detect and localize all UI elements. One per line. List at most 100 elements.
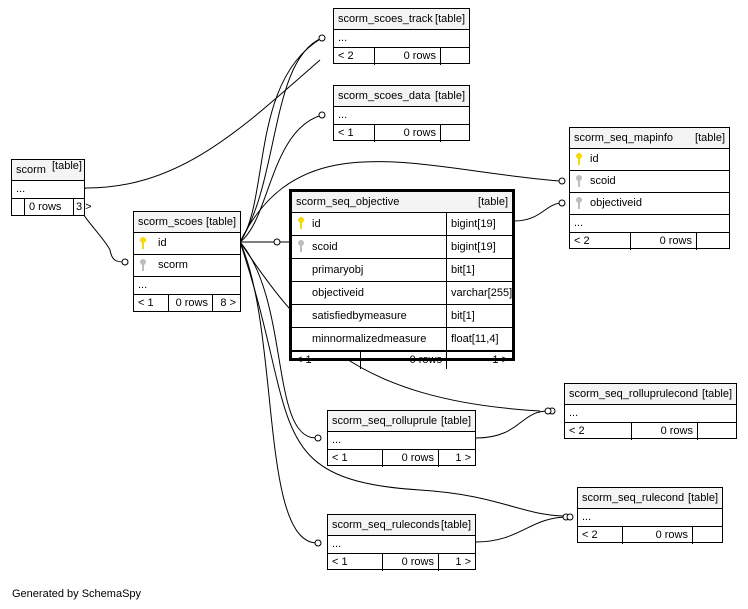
footer-parents: < 2 xyxy=(574,235,590,247)
column-name: minnormalizedmeasure xyxy=(312,333,427,345)
footer-children xyxy=(697,423,736,440)
column-type: bigint[19] xyxy=(446,213,496,235)
primary-key-icon xyxy=(297,217,305,232)
edge-scoes-to-data xyxy=(239,114,323,243)
foreign-key-icon xyxy=(139,259,147,274)
table-name: scorm_seq_rulecond xyxy=(582,492,685,504)
edge-rolluprule-to-rolluprulecond xyxy=(475,410,549,439)
column-name: id xyxy=(158,237,167,249)
column-name: scorm xyxy=(158,259,188,271)
generated-by-footer: Generated by SchemaSpy xyxy=(12,588,142,600)
column-type: bit[1] xyxy=(446,305,475,327)
footer-parents: < 2 xyxy=(338,50,354,62)
footer-children xyxy=(696,233,729,250)
edge-scoes-to-ruleconds xyxy=(239,241,317,544)
footer-children: 1 > xyxy=(438,554,475,571)
rows-placeholder: ... xyxy=(16,183,26,195)
column-name: objectiveid xyxy=(590,197,642,209)
table-scorm-seq-rolluprule[interactable]: scorm_seq_rolluprule[table] ... < 1 0 row… xyxy=(327,410,476,467)
footer-parents: < 1 xyxy=(332,556,348,568)
edge-scoes-to-track-2 xyxy=(239,37,323,243)
footer-rowcount: 0 rows xyxy=(168,295,212,312)
footer-rowcount: 0 rows xyxy=(622,527,692,544)
edge-scoes-to-track-1 xyxy=(239,37,323,243)
rows-placeholder: ... xyxy=(138,279,148,291)
column-name: scoid xyxy=(590,175,616,187)
table-tag: [table] xyxy=(435,13,465,25)
footer-rowcount: 0 rows xyxy=(382,450,438,467)
footer-parents: < 1 xyxy=(296,354,312,366)
rows-placeholder: ... xyxy=(574,217,584,229)
footer-children xyxy=(440,125,469,142)
table-tag: [table] xyxy=(478,196,508,208)
edge-scoes-to-rolluprule xyxy=(239,241,317,439)
footer-children xyxy=(692,527,722,544)
footer-parents: < 1 xyxy=(332,452,348,464)
footer-parents: < 2 xyxy=(569,425,585,437)
table-name: scorm_scoes xyxy=(138,216,203,228)
table-name: scorm_seq_rolluprulecond xyxy=(569,388,699,400)
table-name: scorm_seq_rolluprule xyxy=(332,415,438,427)
footer-children: 3 > xyxy=(73,199,92,216)
table-scorm-scoes[interactable]: scorm_scoes[table] id scorm ... < 1 0 row… xyxy=(133,211,241,312)
edge-scoes-to-rulecond xyxy=(239,241,566,517)
table-tag: [table] xyxy=(441,519,471,531)
table-scorm-seq-ruleconds[interactable]: scorm_seq_ruleconds[table] ... < 1 0 rows… xyxy=(327,514,476,571)
rows-placeholder: ... xyxy=(338,109,348,121)
rows-placeholder: ... xyxy=(338,32,348,44)
primary-key-icon xyxy=(575,153,583,168)
column-name: id xyxy=(312,218,321,230)
primary-key-icon xyxy=(139,237,147,252)
table-tag: [table] xyxy=(435,90,465,102)
table-scorm-scoes-data[interactable]: scorm_scoes_data [table] ... < 1 0 rows xyxy=(333,85,470,142)
column-type: bigint[19] xyxy=(446,236,496,258)
foreign-key-icon xyxy=(297,240,305,255)
foreign-key-icon xyxy=(575,197,583,212)
foreign-key-icon xyxy=(575,175,583,190)
edge-ruleconds-to-rulecond xyxy=(475,516,569,543)
footer-children xyxy=(440,48,469,65)
footer-rowcount: 0 rows xyxy=(630,233,696,250)
footer-parents: < 1 xyxy=(138,297,154,309)
table-scorm-seq-rolluprulecond[interactable]: scorm_seq_rolluprulecond[table] ... < 2 0… xyxy=(564,383,737,440)
footer-rowcount: 0 rows xyxy=(382,554,438,571)
footer-rowcount: 0 rows xyxy=(631,423,697,440)
footer-parents: < 2 xyxy=(582,529,598,541)
column-type: varchar[255] xyxy=(446,282,512,304)
rows-placeholder: ... xyxy=(332,538,342,550)
rows-placeholder: ... xyxy=(582,511,592,523)
table-name: scorm_seq_ruleconds xyxy=(332,519,440,531)
footer-rowcount: 0 rows xyxy=(374,125,440,142)
column-name: satisfiedbymeasure xyxy=(312,310,407,322)
footer-parents: < 1 xyxy=(338,127,354,139)
edge-scoes-to-mapinfo xyxy=(239,161,561,243)
footer-children: 1 > xyxy=(438,450,475,467)
column-name: id xyxy=(590,153,599,165)
rows-placeholder: ... xyxy=(569,407,579,419)
table-tag: [table] xyxy=(702,388,732,400)
footer-children: 1 > xyxy=(446,352,512,369)
table-name: scorm xyxy=(16,164,46,176)
footer-rowcount: 0 rows xyxy=(24,199,73,216)
table-name: scorm_scoes_data xyxy=(338,90,431,102)
table-tag: [table] xyxy=(206,216,236,228)
column-name: objectiveid xyxy=(312,287,364,299)
table-tag: [table] xyxy=(695,132,725,144)
table-scorm-seq-rulecond[interactable]: scorm_seq_rulecond[table] ... < 2 0 rows xyxy=(577,487,723,544)
table-scorm-seq-mapinfo[interactable]: scorm_seq_mapinfo [table] id scoid object… xyxy=(569,127,730,250)
table-name: scorm_seq_mapinfo xyxy=(574,132,674,144)
table-tag: [table] xyxy=(441,415,471,427)
column-type: bit[1] xyxy=(446,259,475,281)
table-tag: [table] xyxy=(52,160,82,172)
column-name: primaryobj xyxy=(312,264,364,276)
edge-objective-to-mapinfo xyxy=(513,202,561,222)
table-name: scorm_seq_objective xyxy=(296,196,400,208)
column-type: float[11,4] xyxy=(446,328,499,350)
table-tag: [table] xyxy=(688,492,718,504)
column-name: scoid xyxy=(312,241,338,253)
rows-placeholder: ... xyxy=(332,434,342,446)
